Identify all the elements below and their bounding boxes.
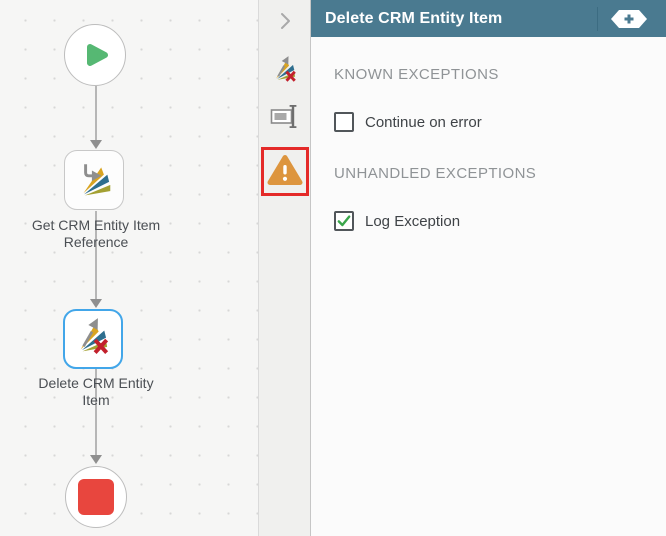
collapse-panel-button[interactable] <box>259 11 310 31</box>
unhandled-exceptions-heading: UNHANDLED EXCEPTIONS <box>334 165 537 182</box>
workflow-canvas[interactable]: Get CRM Entity Item Reference Delete CRM… <box>0 0 259 536</box>
plus-icon <box>611 9 647 28</box>
end-node[interactable] <box>65 466 127 528</box>
log-exception-checkbox[interactable] <box>334 211 354 231</box>
smartobject-icon <box>79 164 112 198</box>
log-exception-label: Log Exception <box>365 212 461 230</box>
properties-panel: Delete CRM Entity Item KNOWN EXCEPTIONS … <box>311 0 666 536</box>
exception-warning-icon <box>267 155 302 185</box>
header-divider <box>597 6 598 31</box>
panel-title: Delete CRM Entity Item <box>325 9 503 27</box>
add-reference-button[interactable] <box>610 9 648 29</box>
log-exception-row: Log Exception <box>334 211 648 231</box>
step-node-delete-crm-entity-item[interactable] <box>63 309 123 369</box>
tab-step-properties[interactable] <box>259 56 310 86</box>
known-exceptions-heading: KNOWN EXCEPTIONS <box>334 66 499 83</box>
panel-tab-strip <box>258 0 311 536</box>
stop-icon <box>78 479 114 515</box>
step-label: Delete CRM Entity Item <box>38 375 154 408</box>
smartobject-delete-step-icon <box>273 56 296 82</box>
annotation-highlight-box <box>261 147 309 196</box>
connector-lines <box>90 86 102 464</box>
exceptions-settings: KNOWN EXCEPTIONS Continue on error UNHAN… <box>311 37 666 231</box>
step-node-get-crm-entity-item-reference[interactable] <box>64 150 124 210</box>
continue-on-error-checkbox[interactable] <box>334 112 354 132</box>
smartobject-delete-icon <box>77 318 109 354</box>
tab-exceptions[interactable] <box>259 154 310 187</box>
continue-on-error-row: Continue on error <box>334 112 648 132</box>
tab-rename-step[interactable] <box>259 103 310 130</box>
checkmark-icon <box>337 215 351 227</box>
start-node[interactable] <box>64 24 126 86</box>
chevron-right-icon <box>280 13 290 29</box>
panel-header: Delete CRM Entity Item <box>311 0 666 37</box>
play-icon <box>87 44 108 66</box>
step-label: Get CRM Entity Item Reference <box>31 217 161 250</box>
continue-on-error-label: Continue on error <box>365 113 482 131</box>
rename-step-icon <box>270 105 296 129</box>
